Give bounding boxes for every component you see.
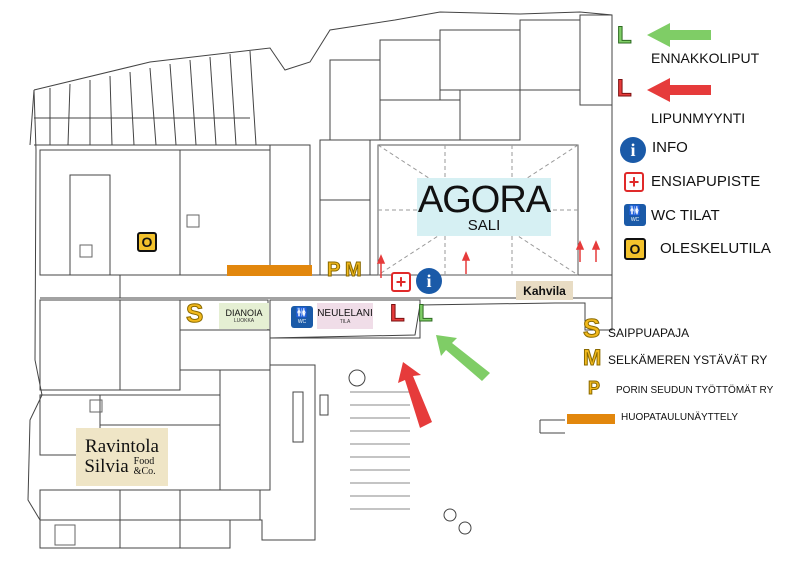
selkameren-marker: M [345, 259, 363, 282]
ennakkoliput-arrow [436, 335, 490, 381]
first-aid-icon: + [391, 272, 411, 292]
agora-label: AGORA SALI [417, 178, 551, 236]
stair-icons [54, 214, 200, 546]
neulelani-subtitle: TILA [339, 318, 351, 325]
legend-wc-tilat: WC TILAT [651, 207, 720, 224]
legend-selkameren: SELKÄMEREN YSTÄVÄT RY [608, 353, 768, 367]
legend-oleskelutila: OLESKELUTILA [660, 240, 771, 257]
legend-huopataulu-swatch [567, 414, 615, 424]
legend-oleskelutila-icon: O [624, 238, 646, 260]
neulelani-title: NEULELANI [317, 307, 373, 319]
legend-ensiapupiste: ENSIAPUPISTE [651, 173, 761, 190]
legend-ennakkoliput-letter: L [617, 22, 633, 50]
ennakkoliput-marker: L [418, 300, 434, 328]
legend-lipunmyynti: LIPUNMYYNTI [651, 110, 746, 126]
ravintola-label: Ravintola Silvia Food &Co. [76, 428, 168, 486]
legend-info-icon: i [620, 137, 646, 163]
entrance-arrows [376, 240, 601, 278]
building-outline [27, 11, 613, 549]
oleskelutila-marker: O [137, 232, 157, 252]
legend-red-arrow [647, 78, 711, 102]
wc-icon: 🚻 WC [291, 306, 313, 328]
left-wing-rooms [39, 144, 311, 548]
legend-info: INFO [652, 139, 688, 156]
agora-title: AGORA [417, 178, 551, 221]
legend-porin-letter: P [587, 378, 601, 399]
info-icon: i [416, 268, 442, 294]
ravintola-line2: Silvia [84, 456, 129, 477]
legend-porin: PORIN SEUDUN TYÖTTÖMÄT RY [616, 385, 774, 396]
saippuapaja-marker: S [185, 298, 204, 329]
legend-saippuapaja: SAIPPUAPAJA [608, 326, 690, 340]
legend-lipunmyynti-letter: L [617, 75, 633, 103]
huopataulu-bar [227, 265, 312, 276]
legend-wc-icon: 🚻 WC [624, 204, 646, 226]
dianoia-label: DIANOIA LUOKKA [219, 303, 269, 329]
ravintola-line1: Ravintola [85, 436, 159, 457]
legend-green-arrow [647, 23, 711, 47]
agora-subtitle: SALI [467, 216, 501, 234]
lipunmyynti-marker: L [390, 300, 406, 328]
ravintola-food: Food &Co. [133, 456, 156, 477]
upper-left-wing [29, 50, 285, 146]
upper-right-rooms [319, 14, 613, 276]
parking-lines [350, 391, 410, 510]
legend-first-aid-icon: + [624, 172, 644, 192]
dianoia-title: DIANOIA [225, 308, 263, 318]
dianoia-subtitle: LUOKKA [233, 318, 255, 324]
legend-ennakkoliput: ENNAKKOLIPUT [651, 50, 760, 66]
legend-saippuapaja-letter: S [582, 313, 601, 344]
lipunmyynti-arrow [398, 362, 432, 428]
neulelani-label: NEULELANI TILA [317, 303, 373, 329]
legend-selkameren-letter: M [582, 345, 602, 371]
kahvila-label: Kahvila [516, 281, 573, 300]
porin-marker: P [326, 259, 341, 282]
legend-huopataulu: HUOPATAULUNÄYTTELY [621, 412, 739, 423]
